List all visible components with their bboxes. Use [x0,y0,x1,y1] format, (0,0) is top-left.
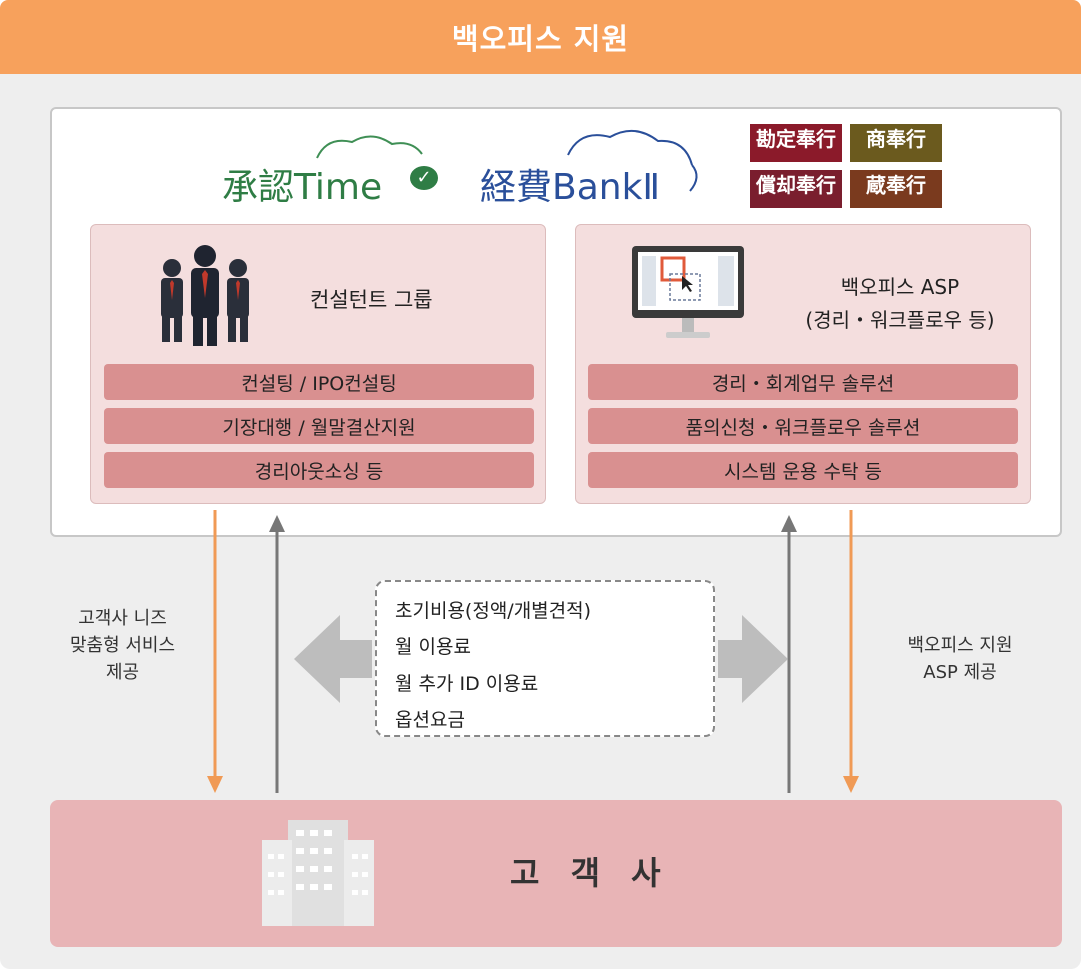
customer-label: 고 객 사 [510,854,671,892]
sho-bugyo-logo: 商奉行 [850,124,942,162]
cost-initial: 초기비용(정액/개별견적) [395,600,592,622]
arrow-orange-left-down [207,510,223,793]
arrow-gray-left-up [269,515,285,793]
cloud-icon [316,135,423,159]
kanjo-bugyo-logo: 勘定奉行 [750,124,842,162]
service-item-accounting: 경리・회계업무 솔루션 [588,364,1018,400]
customer-box [50,800,1062,947]
consultant-group-title: 컨설턴트 그룹 [310,288,433,312]
service-item-workflow: 품의신청・워크플로우 솔루션 [588,408,1018,444]
arrow-gray-right-up [781,515,797,793]
service-item-system-ops: 시스템 운용 수탁 등 [588,452,1018,488]
page-title-banner: 백오피스 지원 [0,0,1081,74]
pricing-box [375,580,715,737]
building-icon [262,820,374,926]
service-item-consulting: 컨설팅 / IPO컨설팅 [104,364,534,400]
keihi-bank-text: 経費BankⅡ [480,167,661,208]
cost-options: 옵션요금 [395,709,465,731]
arrow-orange-right-down [843,510,859,793]
keihi-bank-logo: 経費BankⅡ [480,125,710,208]
page-title: 백오피스 지원 [451,22,630,56]
left-flow-label: 고객사 니즈 맞춤형 서비스 제공 [69,608,176,683]
asp-title-line1: 백오피스 ASP [840,275,960,299]
right-flow-label: 백오피스 지원 ASP 제공 [907,635,1013,683]
cost-extra-id: 월 추가 ID 이용료 [395,673,539,695]
arrow-block-left [294,615,372,703]
shokyaku-bugyo-logo: 償却奉行 [750,170,842,208]
check-badge-icon: ✓ [410,166,438,190]
monitor-icon [632,246,744,338]
cost-monthly: 월 이용료 [395,636,471,658]
arrow-block-right [718,615,788,703]
bugyo-logo-grid: 勘定奉行 商奉行 償却奉行 蔵奉行 [750,124,950,210]
shonin-time-text: 承認Time [222,167,383,208]
shonin-time-logo: 承認Time ✓ [222,128,442,208]
asp-title-line2: (경리・워크플로우 등) [805,308,995,332]
service-item-outsourcing: 경리아웃소싱 등 [104,452,534,488]
consultants-icon [161,245,249,346]
service-item-bookkeeping: 기장대행 / 월말결산지원 [104,408,534,444]
cloud-icon [567,130,698,192]
kura-bugyo-logo: 蔵奉行 [850,170,942,208]
